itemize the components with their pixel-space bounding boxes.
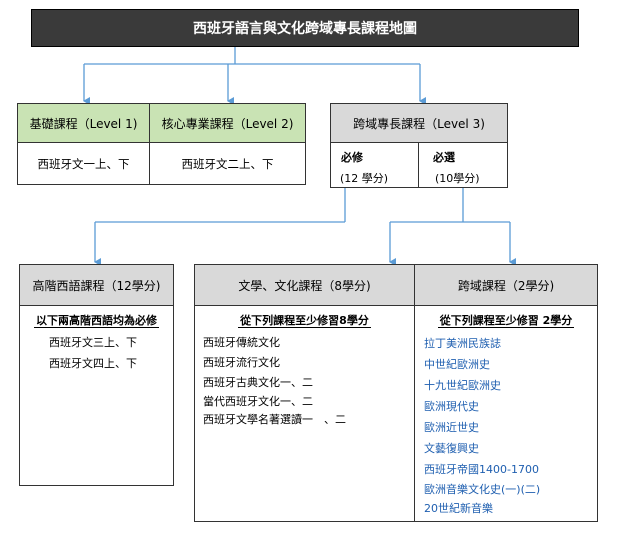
elective-label: 必選: [433, 151, 455, 164]
map-title: 西班牙語言與文化跨域專長課程地圖: [31, 9, 579, 47]
course-link[interactable]: 歐洲現代史: [424, 400, 479, 413]
course-item: 西班牙文學名著選讀一 、二: [203, 413, 346, 426]
course-link[interactable]: 十九世紀歐洲史: [424, 379, 501, 392]
level-1-course: 西班牙文一上、下: [17, 142, 150, 185]
elective-credits: (10學分): [435, 172, 480, 185]
course-link[interactable]: 中世紀歐洲史: [424, 358, 490, 371]
course-link[interactable]: 拉丁美洲民族誌: [424, 337, 501, 350]
course-item: 西班牙傳統文化: [203, 336, 280, 349]
course-item: 西班牙古典文化一、二: [203, 376, 313, 389]
cross-domain-panel: 跨域課程（2學分) 從下列課程至少修習 2學分 拉丁美洲民族誌 中世紀歐洲史 十…: [414, 264, 598, 522]
required-credits: (12 學分): [340, 172, 389, 185]
level-2-header: 核心專業課程（Level 2): [149, 103, 306, 143]
required-label: 必修: [341, 151, 363, 164]
course-link[interactable]: 文藝復興史: [424, 442, 479, 455]
cross-domain-header: 跨域課程（2學分): [415, 265, 597, 306]
literature-culture-note: 從下列課程至少修習8學分: [238, 314, 371, 328]
cross-domain-note: 從下列課程至少修習 2學分: [437, 314, 575, 328]
course-link[interactable]: 歐洲音樂文化史(一)(二): [424, 483, 541, 496]
course-link[interactable]: 西班牙帝國1400-1700: [424, 463, 539, 476]
level-2-course: 西班牙文二上、下: [149, 142, 306, 185]
course-link[interactable]: 歐洲近世史: [424, 421, 479, 434]
required-box: 必修 (12 學分): [330, 142, 419, 188]
literature-culture-header: 文學、文化課程（8學分): [195, 265, 414, 306]
course-link[interactable]: 20世紀新音樂: [424, 502, 493, 515]
advanced-spanish-panel: 高階西語課程（12學分) 以下兩高階西語均為必修 西班牙文三上、下 西班牙文四上…: [19, 264, 174, 486]
course-item: 西班牙文四上、下: [49, 357, 137, 370]
level-1-header: 基礎課程（Level 1): [17, 103, 150, 143]
level-3-header: 跨域專長課程（Level 3): [330, 103, 508, 143]
elective-box: 必選 (10學分): [418, 142, 508, 188]
literature-culture-panel: 文學、文化課程（8學分) 從下列課程至少修習8學分 西班牙傳統文化 西班牙流行文…: [194, 264, 415, 522]
advanced-spanish-note: 以下兩高階西語均為必修: [34, 314, 159, 328]
course-item: 當代西班牙文化一、二: [203, 395, 313, 408]
course-item: 西班牙文三上、下: [49, 336, 137, 349]
advanced-spanish-header: 高階西語課程（12學分): [20, 265, 173, 306]
course-item: 西班牙流行文化: [203, 356, 280, 369]
